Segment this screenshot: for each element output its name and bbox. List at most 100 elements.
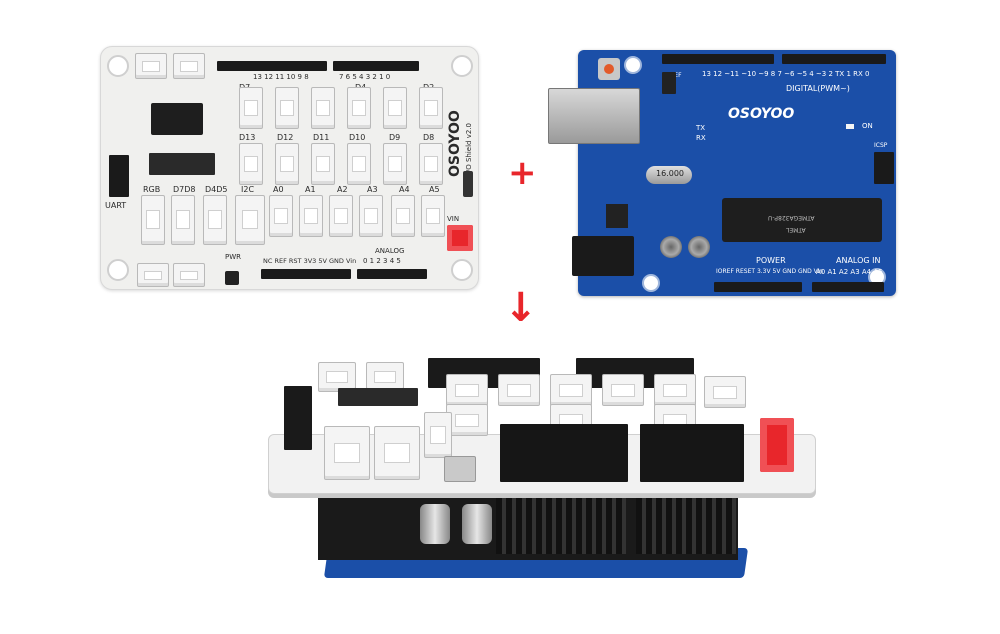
dc-power-jack: [572, 236, 634, 276]
bottom-connector: [173, 263, 205, 287]
on-led: [846, 124, 854, 129]
stacked-connector: [446, 404, 488, 436]
digital-header: [662, 54, 774, 64]
label-d10: D10: [349, 133, 366, 142]
atmega-chip: ATMEGA328P-U ATMEL: [722, 198, 882, 242]
d5-connector: [311, 87, 335, 129]
mounting-hole: [624, 56, 642, 74]
label-a3: A3: [367, 185, 378, 194]
label-a4: A4: [399, 185, 410, 194]
stacked-connector: [602, 374, 644, 406]
d11-connector: [311, 143, 335, 185]
tx-label: TX: [696, 124, 706, 132]
label-vin: VIN: [447, 215, 460, 223]
d10-connector: [347, 143, 371, 185]
analog-header: [357, 269, 427, 279]
power-switch[interactable]: [463, 171, 473, 197]
icsp-small-header: [662, 72, 676, 94]
stacked-uart-header: [284, 386, 312, 450]
i2c-connector: [235, 195, 265, 245]
reset-button[interactable]: [598, 58, 620, 80]
mounting-hole: [642, 274, 660, 292]
shield-ic-chip: [151, 103, 203, 135]
d4d5-connector: [203, 195, 227, 245]
label-d4d5: D4D5: [205, 185, 228, 194]
analog-pins-label: 0 1 2 3 4 5: [363, 257, 401, 265]
power-pins-label: NC REF RST 3V3 5V GND Vin: [263, 257, 357, 265]
stacked-boards: [266, 352, 818, 584]
d9-connector: [383, 143, 407, 185]
d7-connector: [239, 87, 263, 129]
a5-connector: [421, 195, 445, 237]
stacked-capacitor: [420, 504, 450, 544]
pin-numbers-label: 13 12 ~11 ~10 ~9 8 7 ~6 ~5 4 ~3 2 TX 1 R…: [702, 70, 870, 78]
d12-connector: [275, 143, 299, 185]
plus-operator: +: [508, 153, 537, 193]
label-rgb: RGB: [143, 185, 161, 194]
stacked-pins: [636, 494, 736, 554]
stacked-connector: [366, 362, 404, 392]
header-label: 7 6 5 4 3 2 1 0: [339, 73, 391, 81]
stacked-pin-header: [338, 388, 418, 406]
stacked-front-connector: [324, 426, 370, 480]
stacked-vin-connector: [760, 418, 794, 472]
power-header: [261, 269, 351, 279]
d4-connector: [347, 87, 371, 129]
analog-pins-label: A0 A1 A2 A3 A4 A5: [816, 268, 883, 276]
shield-brand: OSOYOO: [447, 110, 463, 177]
label-d13: D13: [239, 133, 256, 142]
label-d11: D11: [313, 133, 330, 142]
icsp-header: [874, 152, 894, 184]
stacked-front-connector: [424, 412, 452, 458]
header-label: 13 12 11 10 9 8: [253, 73, 309, 81]
power-header: [714, 282, 802, 292]
power-pins-label: IOREF RESET 3.3V 5V GND GND Vin: [716, 268, 824, 275]
stacked-connector: [498, 374, 540, 406]
label-i2c: I2C: [241, 185, 255, 194]
stacked-front-header: [640, 424, 744, 482]
capacitor: [660, 236, 682, 258]
reset-button[interactable]: [225, 271, 239, 285]
digital-header: [217, 61, 327, 71]
stacked-connector: [654, 374, 696, 406]
label-a0: A0: [273, 185, 284, 194]
rx-label: RX: [696, 134, 706, 142]
top-connector: [173, 53, 205, 79]
chip-maker: ATMEL: [786, 226, 806, 233]
vin-power-connector: [447, 225, 473, 251]
stacked-connector: [446, 374, 488, 406]
label-d7d8: D7D8: [173, 185, 196, 194]
stacked-front-connector: [374, 426, 420, 480]
mounting-hole: [107, 259, 129, 281]
a1-connector: [299, 195, 323, 237]
stacked-connector: [550, 374, 592, 406]
down-arrow-operator: ↓: [504, 285, 538, 331]
on-label: ON: [862, 122, 873, 130]
stacked-connector: [704, 376, 746, 408]
a2-connector: [329, 195, 353, 237]
d3-connector: [383, 87, 407, 129]
a4-connector: [391, 195, 415, 237]
digital-header: [333, 61, 419, 71]
mounting-hole: [451, 259, 473, 281]
stacked-reset-button[interactable]: [444, 456, 476, 482]
analog-label: ANALOG: [375, 247, 405, 255]
d13-connector: [239, 143, 263, 185]
label-d8: D8: [423, 133, 435, 142]
label-a1: A1: [305, 185, 316, 194]
label-pwr: PWR: [225, 253, 242, 261]
magic-io-shield-board: 13 12 11 10 9 8 7 6 5 4 3 2 1 0 UART D7 …: [100, 46, 479, 290]
stacked-front-header: [500, 424, 628, 482]
rgb-connector: [141, 195, 165, 245]
d8-connector: [419, 143, 443, 185]
bottom-connector: [137, 263, 169, 287]
arduino-uno-board: AREF 13 12 ~11 ~10 ~9 8 7 ~6 ~5 4 ~3 2 T…: [548, 50, 896, 296]
analog-header: [812, 282, 884, 292]
chip-label: ATMEGA328P-U: [768, 214, 815, 221]
d7d8-connector: [171, 195, 195, 245]
mounting-hole: [451, 55, 473, 77]
label-a2: A2: [337, 185, 348, 194]
analog-label: ANALOG IN: [836, 256, 881, 265]
mounting-hole: [107, 55, 129, 77]
uart-header: [109, 155, 129, 197]
